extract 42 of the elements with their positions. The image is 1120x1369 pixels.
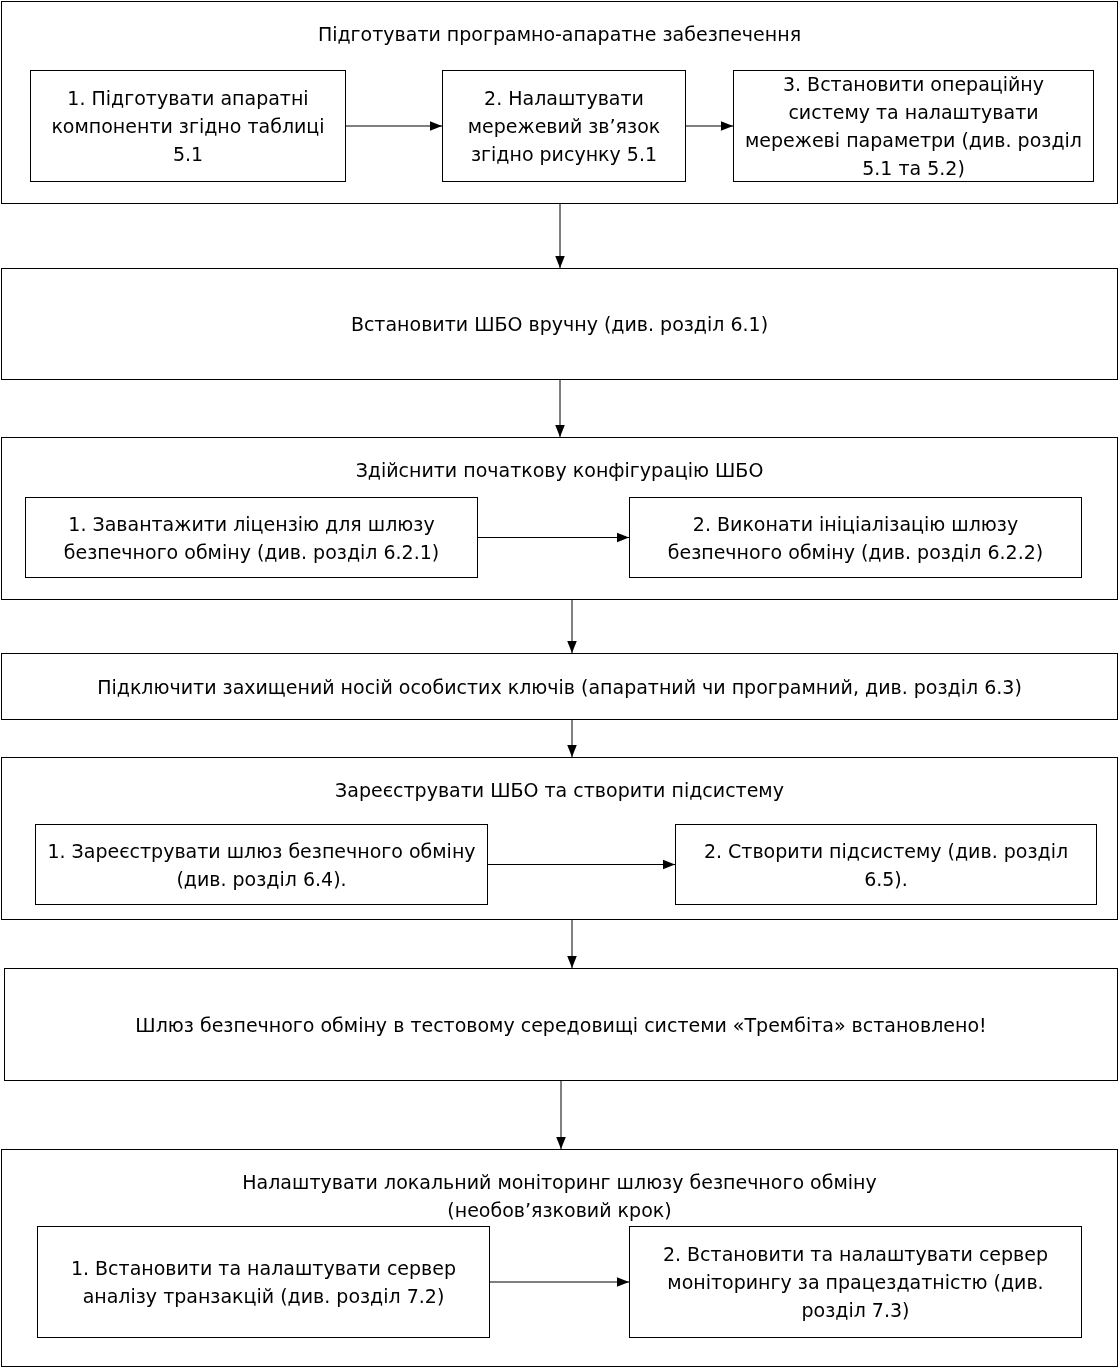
arrow <box>487 859 676 870</box>
step-text: 1. Підготувати апаратні компоненти згідно таблиці 5.1 <box>50 86 326 167</box>
step-text: 1. Завантажити ліцензію для шлюзу безпечного обміну (див. розділ 6.2.1) <box>62 511 441 565</box>
step-text: Встановити ШБО вручну (див. розділ 6.1) <box>350 312 769 337</box>
arrow <box>567 719 577 758</box>
process-box <box>37 1226 490 1338</box>
process-box <box>1 268 1118 380</box>
arrow <box>567 599 577 654</box>
group-heading: Зареєструвати ШБО та створити підсистему <box>335 778 784 803</box>
process-box <box>1 653 1118 720</box>
process-box <box>629 497 1082 578</box>
step-text: 2. Встановити та налаштувати сервер моніторингу за працездатністю (див. розділ 7.3) <box>661 1242 1050 1323</box>
step-text: 3. Встановити операційну систему та налаштувати мережеві параметри (див. розділ 5.1 та 5.2) <box>744 72 1083 181</box>
step-text: Підключити захищений носій особистих ключів (апаратний чи програмний, див. розділ 6.3) <box>97 674 1022 700</box>
group-box <box>1 1149 1118 1367</box>
arrow <box>345 121 443 131</box>
step-text: 1. Встановити та налаштувати сервер аналізу транзакцій (див. розділ 7.2) <box>69 1256 458 1309</box>
group-box <box>1 1 1118 204</box>
process-box <box>30 70 346 182</box>
step-text: Шлюз безпечного обміну в тестовому середовищі системи «Трембіта» встановлено! <box>135 1012 987 1038</box>
arrow <box>489 1277 630 1287</box>
step-text: 1. Зареєструвати шлюз безпечного обміну (див. розділ 6.4). <box>46 838 477 892</box>
group-heading: Підготувати програмно-апаратне забезпечення <box>317 22 802 47</box>
arrow <box>567 919 577 969</box>
process-box <box>442 70 686 182</box>
arrow <box>556 1080 566 1150</box>
arrow <box>685 121 734 131</box>
arrow <box>555 379 565 438</box>
group-box <box>1 757 1118 920</box>
process-box <box>629 1226 1082 1338</box>
process-box <box>35 824 488 905</box>
process-box <box>675 824 1097 905</box>
step-text: 2. Налаштувати мережевий зв’язок згідно рисунку 5.1 <box>466 86 662 167</box>
process-box <box>25 497 478 578</box>
arrow <box>477 532 630 543</box>
group-box <box>1 437 1118 600</box>
group-heading: Здійснити початкову конфігурацію ШБО <box>355 458 764 483</box>
arrow <box>555 203 565 269</box>
group-heading: Налаштувати локальний моніторинг шлюзу безпечного обміну (необов’язковий крок) <box>241 1170 878 1223</box>
step-text: 2. Створити підсистему (див. розділ 6.5). <box>702 838 1070 892</box>
step-text: 2. Виконати ініціалізацію шлюзу безпечного обміну (див. розділ 6.2.2) <box>666 511 1045 565</box>
process-box <box>4 968 1118 1081</box>
